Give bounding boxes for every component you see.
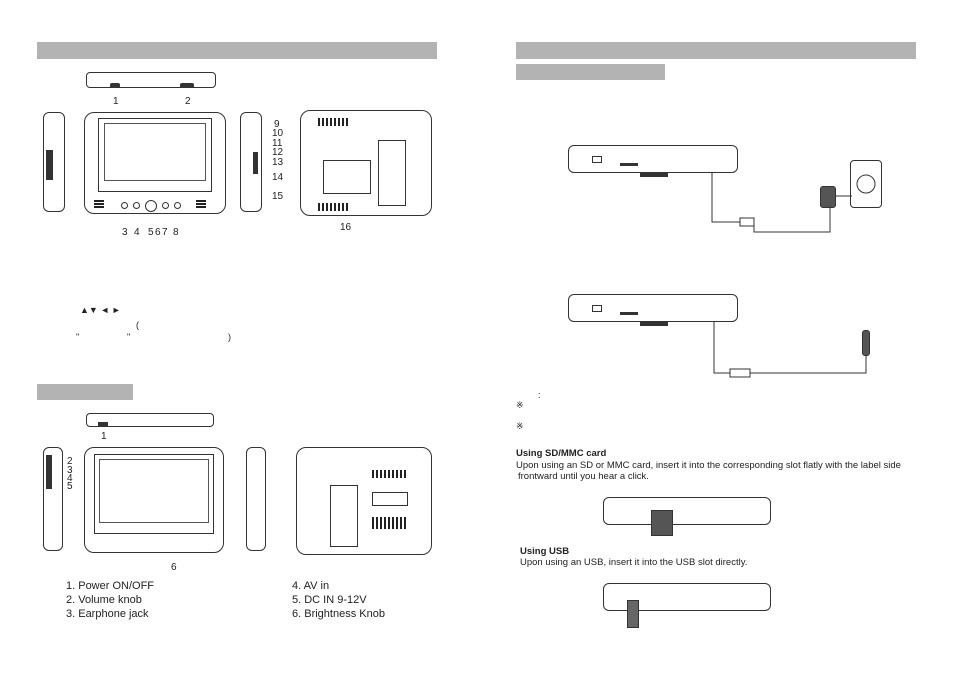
callout-14: 14 bbox=[272, 172, 284, 183]
wall-outlet-icon bbox=[850, 160, 882, 208]
callout-4: 4 bbox=[134, 227, 140, 238]
callout-6: 6 bbox=[155, 227, 161, 238]
callout-5: 5 bbox=[148, 227, 154, 238]
front-button-7 bbox=[162, 202, 169, 209]
second-callout-4: 4 bbox=[67, 473, 73, 484]
car-adapter-plug-icon bbox=[862, 330, 870, 356]
paren-close: ) bbox=[228, 332, 231, 342]
sd-card-icon bbox=[651, 510, 673, 536]
legend-item-6: 6. Brightness Knob bbox=[292, 608, 385, 620]
paren-open: ( bbox=[136, 320, 139, 330]
back-vent-top bbox=[318, 118, 348, 126]
ac-device-usb-port bbox=[592, 156, 602, 163]
sd-heading: Using SD/MMC card bbox=[516, 448, 607, 459]
speaker-left bbox=[94, 200, 104, 208]
volume-knob-top bbox=[180, 83, 194, 88]
left-side-port bbox=[46, 150, 53, 180]
note-mark-1: ※ bbox=[516, 400, 524, 410]
second-callout-5: 5 bbox=[67, 481, 73, 492]
callout-13: 13 bbox=[272, 157, 284, 168]
second-unit-back-view bbox=[296, 447, 432, 555]
main-unit-screen-inner bbox=[104, 123, 206, 181]
right-section-header-bar bbox=[516, 42, 916, 59]
right-side-sd-slot bbox=[253, 152, 258, 174]
back-label-area bbox=[323, 160, 371, 194]
second-callout-2: 2 bbox=[67, 456, 73, 467]
left-section-header-bar bbox=[37, 42, 437, 59]
legend-item-4: 4. AV in bbox=[292, 580, 330, 592]
legend-item-5: 5. DC IN 9-12V bbox=[292, 594, 367, 606]
sd-text-line-1: Upon using an SD or MMC card, insert it … bbox=[516, 460, 901, 471]
back-stand bbox=[378, 140, 406, 206]
callout-15: 15 bbox=[272, 191, 284, 202]
ac-device-card-slot bbox=[620, 163, 638, 166]
callout-1: 1 bbox=[113, 96, 119, 107]
second-callout-1: 1 bbox=[101, 431, 107, 442]
second-left-port bbox=[46, 455, 52, 489]
second-unit-right-side-view bbox=[246, 447, 266, 551]
callout-16: 16 bbox=[340, 222, 352, 233]
usb-text-line-1: Upon using an USB, insert it into the US… bbox=[520, 557, 748, 568]
sd-insert-device bbox=[603, 497, 771, 525]
usb-stick-icon bbox=[627, 600, 639, 628]
second-callout-3: 3 bbox=[67, 465, 73, 476]
callout-2: 2 bbox=[185, 96, 191, 107]
second-back-vent-right bbox=[372, 470, 406, 478]
note-mark-2: ※ bbox=[516, 421, 524, 431]
second-back-vent-bottom bbox=[372, 517, 406, 529]
speaker-right bbox=[196, 200, 206, 208]
legend-item-2: 2. Volume knob bbox=[66, 594, 142, 606]
car-device-card-slot bbox=[620, 312, 638, 315]
front-button-3 bbox=[121, 202, 128, 209]
front-button-8 bbox=[174, 202, 181, 209]
quote-close: " bbox=[127, 332, 131, 342]
second-back-label bbox=[372, 492, 408, 506]
callout-10: 10 bbox=[272, 128, 284, 139]
sd-text-line-2: frontward until you hear a click. bbox=[518, 471, 649, 482]
callout-8: 8 bbox=[173, 227, 179, 238]
second-unit-screen-inner bbox=[99, 459, 209, 523]
car-device-base bbox=[640, 322, 668, 326]
callout-3: 3 bbox=[122, 227, 128, 238]
main-unit-right-side-view bbox=[240, 112, 262, 212]
main-unit-screen bbox=[98, 118, 212, 192]
callout-11: 11 bbox=[272, 138, 283, 149]
power-switch-top bbox=[110, 83, 120, 88]
legend-item-3: 3. Earphone jack bbox=[66, 608, 149, 620]
usb-heading: Using USB bbox=[520, 546, 570, 557]
front-button-5 bbox=[145, 200, 157, 212]
second-unit-screen bbox=[94, 454, 214, 534]
legend-item-1: 1. Power ON/OFF bbox=[66, 580, 155, 592]
ac-device-base bbox=[640, 173, 668, 177]
left-subsection-header-bar bbox=[37, 384, 133, 400]
note-colon: : bbox=[538, 390, 541, 400]
main-unit-left-side-view bbox=[43, 112, 65, 212]
second-power-switch bbox=[98, 422, 108, 427]
callout-7: 7 bbox=[162, 227, 168, 238]
second-callout-6: 6 bbox=[171, 562, 177, 573]
front-button-4 bbox=[133, 202, 140, 209]
quote-open: " bbox=[76, 332, 80, 342]
second-back-stand bbox=[330, 485, 358, 547]
car-device-usb-port bbox=[592, 305, 602, 312]
ac-adapter-icon bbox=[820, 186, 836, 208]
second-unit-top-view bbox=[86, 413, 214, 427]
back-vent-bottom bbox=[318, 203, 348, 211]
callout-9: 9 bbox=[274, 119, 280, 130]
right-subsection-header-bar bbox=[516, 64, 665, 80]
callout-12: 12 bbox=[272, 147, 284, 158]
arrow-keys-glyphs: ▲▼ ◄ ► bbox=[80, 305, 121, 315]
